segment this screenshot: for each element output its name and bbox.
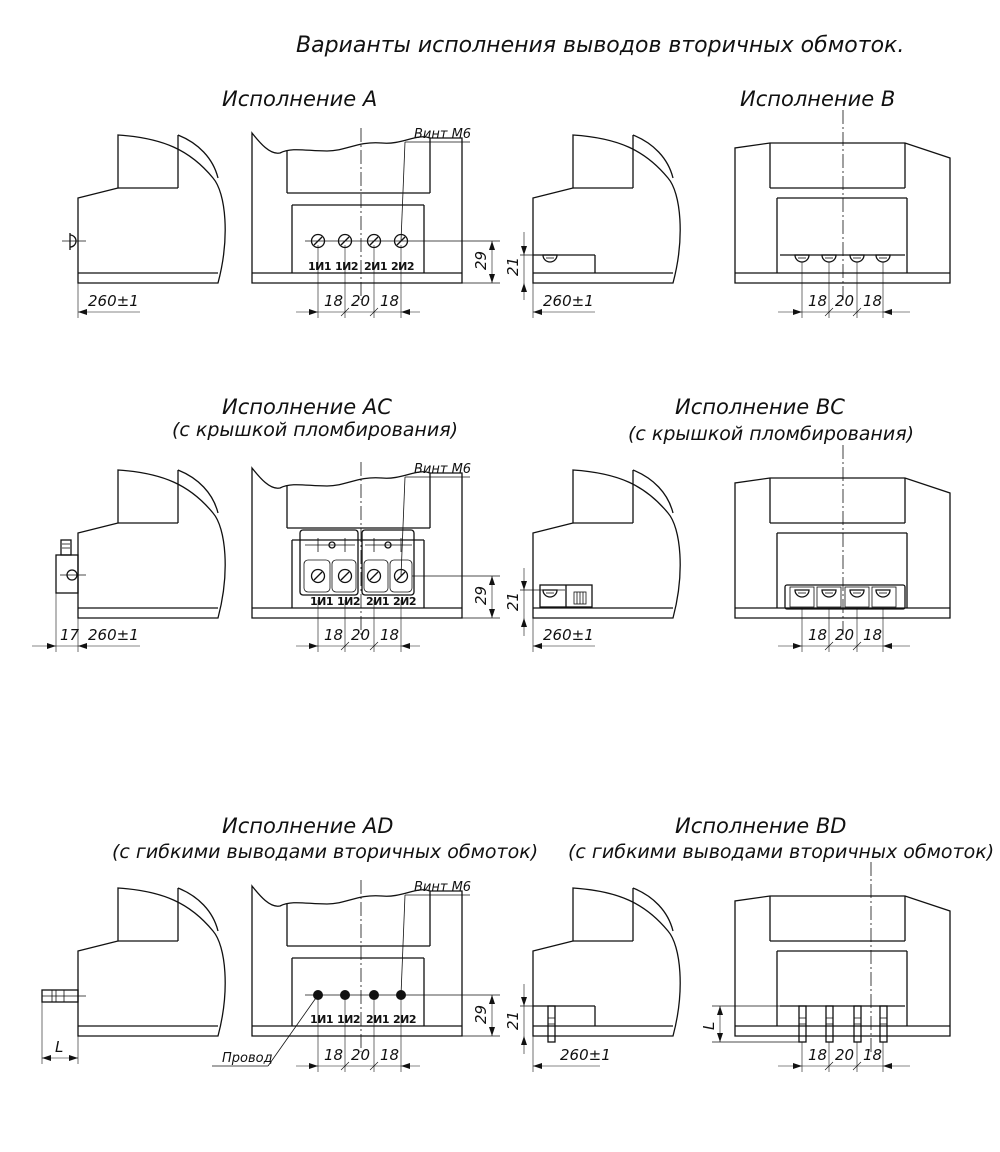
terminal-label-ac-2i1: 2И1 <box>366 595 389 608</box>
variant-bd-front-view: L 18 20 18 <box>700 862 951 1072</box>
dim-lead-length-ad: L <box>55 1038 63 1056</box>
dim-pitch-bd-2: 20 <box>835 1046 854 1064</box>
terminal-label-1i2: 1И2 <box>335 260 358 273</box>
dim-pitch-bc-2: 20 <box>835 626 854 644</box>
variant-ac-front-view: 1И1 1И2 2И1 2И2 Винт М6 29 18 20 18 <box>251 462 500 652</box>
variant-b-side-view: 21 260±1 <box>504 134 681 318</box>
screw-label-ac: Винт М6 <box>414 462 471 477</box>
heading-variant-bd: Исполнение ВD <box>675 814 846 838</box>
variant-ad-side-view: L <box>41 887 226 1064</box>
variant-ad-front-view: 1И1 1И2 2И1 2И2 Винт М6 Провод 29 18 20 … <box>212 880 500 1072</box>
terminal-label-ac-1i1: 1И1 <box>310 595 333 608</box>
subheading-variant-bd: (с гибкими выводами вторичных обмоток) <box>568 841 994 863</box>
dim-pitch-a-1: 18 <box>324 292 343 310</box>
dim-pitch-ad-1: 18 <box>324 1046 343 1064</box>
dim-pitch-a-2: 20 <box>351 292 370 310</box>
screw-label-a: Винт М6 <box>414 127 471 142</box>
dim-pitch-bc-3: 18 <box>863 626 882 644</box>
dim-pitch-bd-1: 18 <box>808 1046 827 1064</box>
dim-pitch-ac-2: 20 <box>351 626 370 644</box>
dim-depth-bc: 260±1 <box>543 626 594 644</box>
terminal-label-ad-1i2: 1И2 <box>337 1013 360 1026</box>
dim-pitch-ac-1: 18 <box>324 626 343 644</box>
dim-pitch-bc-1: 18 <box>808 626 827 644</box>
heading-variant-a: Исполнение А <box>222 87 377 111</box>
dim-pitch-ad-2: 20 <box>351 1046 370 1064</box>
terminal-label-ac-1i2: 1И2 <box>337 595 360 608</box>
dim-pitch-a-3: 18 <box>380 292 399 310</box>
heading-variant-ac: Исполнение АС <box>222 395 392 419</box>
variant-bc-front-view: 18 20 18 <box>734 445 951 652</box>
dim-lead-length-bd: L <box>700 1022 718 1030</box>
wire-label-ad: Провод <box>222 1051 273 1066</box>
dim-cover-offset-ac: 17 <box>60 626 80 644</box>
subheading-variant-ac: (с крышкой пломбирования) <box>172 419 458 441</box>
dim-terminal-height-ac: 29 <box>472 586 490 605</box>
variant-bc-side-view: 21 260±1 <box>504 469 681 652</box>
heading-variant-b: Исполнение В <box>740 87 895 111</box>
variant-a-side-view: 260±1 <box>62 134 226 318</box>
variant-ac-side-view: 17 260±1 <box>32 469 226 652</box>
heading-variant-ad: Исполнение АD <box>222 814 393 838</box>
dim-depth-bd: 260±1 <box>560 1046 611 1064</box>
terminal-label-2i2: 2И2 <box>391 260 414 273</box>
dim-pitch-bd-3: 18 <box>863 1046 882 1064</box>
variant-bd-side-view: 21 260±1 <box>504 887 681 1072</box>
dim-side-height-b: 21 <box>504 257 522 276</box>
terminal-label-ad-2i2: 2И2 <box>393 1013 416 1026</box>
terminal-label-1i1: 1И1 <box>308 260 331 273</box>
dim-depth-b: 260±1 <box>543 292 594 310</box>
dim-pitch-ad-3: 18 <box>380 1046 399 1064</box>
variant-a-front-view: 1И1 1И2 2И1 2И2 Винт М6 29 18 20 18 <box>251 127 500 318</box>
dim-depth-a: 260±1 <box>88 292 139 310</box>
terminal-label-ac-2i2: 2И2 <box>393 595 416 608</box>
terminal-label-ad-1i1: 1И1 <box>310 1013 333 1026</box>
dim-depth-ac: 260±1 <box>88 626 139 644</box>
dim-side-height-bd: 21 <box>504 1011 522 1030</box>
sheet-title: Варианты исполнения выводов вторичных об… <box>296 33 904 58</box>
dim-terminal-height-ad: 29 <box>472 1005 490 1024</box>
terminal-label-ad-2i1: 2И1 <box>366 1013 389 1026</box>
dim-terminal-height-a: 29 <box>472 251 490 270</box>
dim-pitch-b-2: 20 <box>835 292 854 310</box>
heading-variant-bc: Исполнение ВС <box>675 395 845 419</box>
variant-b-front-view: 18 20 18 <box>734 110 951 318</box>
subheading-variant-bc: (с крышкой пломбирования) <box>628 423 914 445</box>
terminal-label-2i1: 2И1 <box>364 260 387 273</box>
dim-pitch-b-3: 18 <box>863 292 882 310</box>
screw-label-ad: Винт М6 <box>414 880 471 895</box>
dim-side-height-bc: 21 <box>504 592 522 611</box>
subheading-variant-ad: (с гибкими выводами вторичных обмоток) <box>112 841 538 863</box>
dim-pitch-ac-3: 18 <box>380 626 399 644</box>
dim-pitch-b-1: 18 <box>808 292 827 310</box>
